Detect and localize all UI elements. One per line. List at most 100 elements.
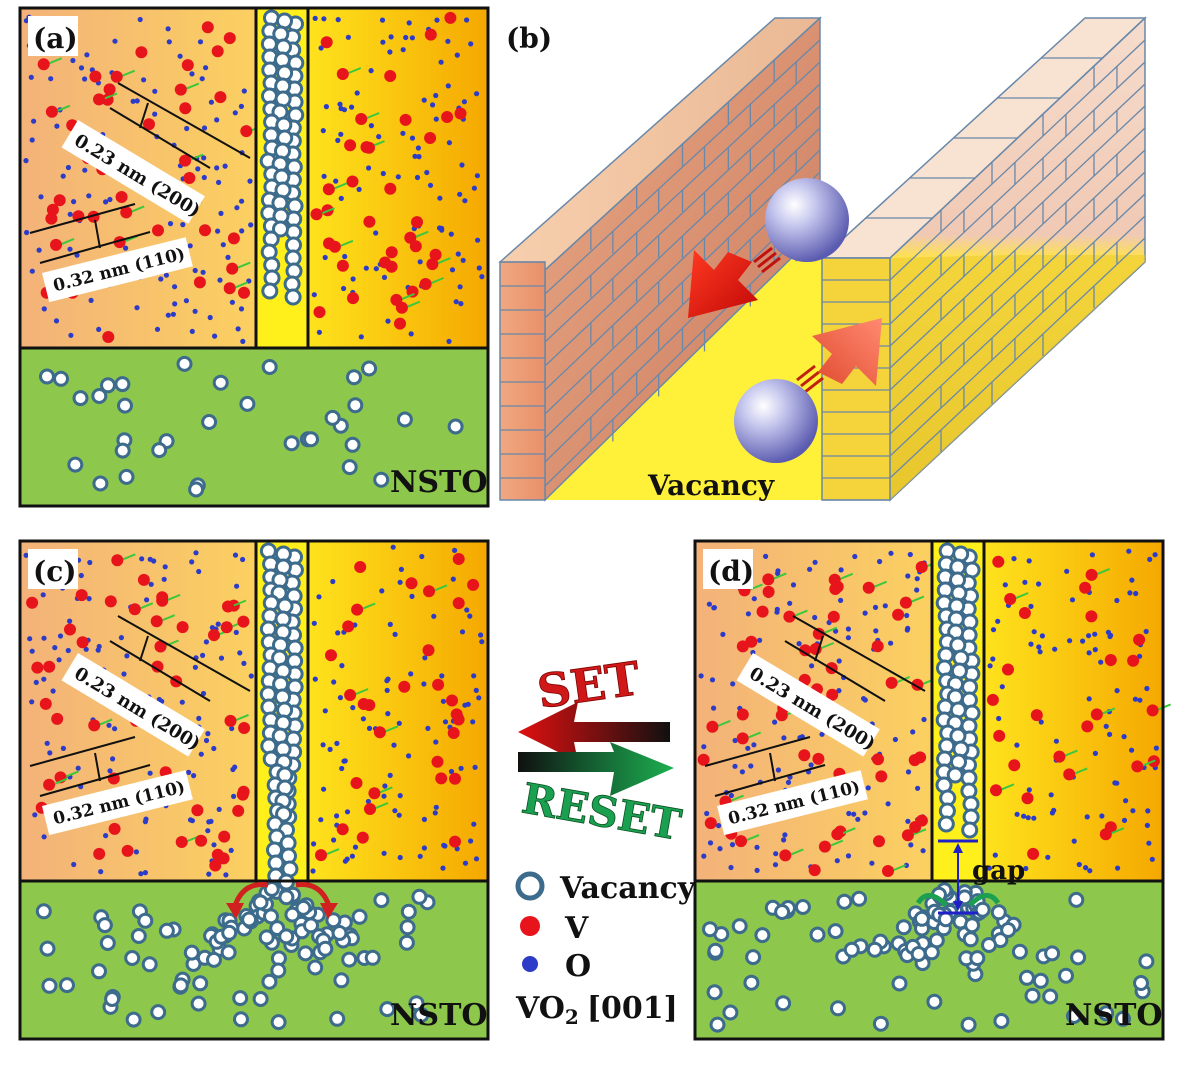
o-atom: [28, 74, 34, 80]
o-atom: [232, 552, 239, 558]
o-atom: [775, 568, 781, 574]
o-atom: [763, 553, 769, 560]
spread-arrow-left-head: [226, 903, 244, 919]
vacancy-ring: [872, 1015, 889, 1032]
o-atom: [232, 110, 238, 116]
o-atom: [397, 793, 403, 799]
o-atom: [335, 137, 341, 143]
o-atom: [184, 125, 190, 132]
o-atom: [807, 566, 813, 572]
o-atom: [196, 568, 202, 575]
o-atom: [462, 860, 469, 866]
vacancy-ring: [830, 1000, 846, 1017]
legend-v-label: V: [564, 911, 589, 946]
o-atom: [337, 101, 343, 107]
vacancy-ring: [104, 991, 121, 1007]
o-atom: [877, 558, 883, 565]
panel-label-bg: [28, 549, 78, 589]
vacancy-ring: [926, 993, 943, 1010]
o-atom: [384, 687, 390, 694]
o-atom: [380, 39, 386, 45]
v-atom: [384, 70, 397, 82]
o-atom: [312, 15, 318, 21]
v-atom: [88, 719, 101, 732]
o-atom: [921, 716, 927, 723]
o-atom: [360, 716, 366, 722]
o-atom: [1130, 808, 1136, 814]
o-atom: [241, 88, 247, 94]
o-atom: [98, 869, 104, 875]
o-atom: [356, 186, 362, 192]
panel-b: Vacancy (b): [498, 16, 1147, 502]
substrate-vacancies: [39, 355, 464, 498]
gap-arrow-head-down: [953, 901, 963, 911]
o-atom: [812, 559, 818, 565]
o-atom: [151, 558, 157, 564]
brick-course: [889, 127, 1146, 369]
vacancy-ring: [910, 946, 927, 962]
v-atom: [150, 615, 163, 628]
o-atom: [103, 199, 109, 205]
spread-arrow-right-head: [320, 903, 338, 919]
v-atom: [1002, 663, 1014, 676]
v-atom: [223, 282, 236, 295]
o-atom: [434, 17, 440, 23]
o-atom: [704, 810, 710, 817]
v-atom: [424, 132, 437, 144]
o-atom: [449, 267, 456, 273]
v-atom: [350, 777, 363, 789]
vacancy-ring: [183, 944, 200, 961]
o-atom: [172, 284, 178, 290]
o-atom: [433, 804, 439, 810]
vacancy-ring: [962, 931, 979, 948]
vacancy-ring: [399, 919, 416, 936]
o-atom: [238, 306, 245, 312]
vacancy-ring: [324, 409, 341, 426]
o-atom: [1114, 688, 1120, 694]
o-atom: [440, 865, 446, 871]
vacancy-ring: [379, 1001, 396, 1018]
v-atom: [315, 849, 327, 862]
vacancy-ring: [774, 904, 791, 920]
v-atom: [756, 605, 769, 618]
o-atom: [334, 813, 340, 819]
o-atom: [32, 812, 38, 818]
o-atom: [472, 764, 478, 770]
o-atom: [406, 20, 412, 26]
o-atom: [403, 34, 409, 41]
vacancy-ring: [221, 924, 238, 941]
o-atom: [118, 635, 124, 641]
o-atom: [384, 678, 390, 684]
o-atom: [53, 318, 60, 324]
o-atom: [1014, 811, 1020, 817]
o-atom: [460, 257, 466, 263]
gap-annotation: gap: [915, 839, 1025, 915]
o-atom: [158, 276, 164, 282]
o-atom: [75, 765, 81, 771]
o-atom: [187, 243, 193, 249]
o-atom: [716, 823, 722, 829]
o-atom: [450, 576, 456, 582]
o-atom: [238, 103, 244, 109]
o-atom: [23, 552, 29, 558]
plane-line-200a: [117, 82, 251, 159]
o-atom: [215, 228, 221, 234]
v-atom: [986, 693, 999, 706]
vacancy-ring: [1138, 953, 1155, 970]
o-atom: [27, 636, 33, 642]
o-atom: [381, 793, 387, 799]
o-atom: [68, 332, 74, 338]
o-atom: [38, 194, 44, 200]
o-atom: [334, 740, 340, 747]
o-atom: [711, 605, 717, 611]
o-atom: [433, 92, 439, 99]
v-atom: [137, 573, 150, 586]
o-atom: [110, 756, 116, 762]
o-atom: [1105, 629, 1111, 635]
v-atom: [39, 697, 52, 710]
o-atom: [397, 579, 403, 585]
v-atom: [174, 83, 187, 96]
o-atom: [457, 284, 463, 290]
o-atom: [141, 77, 147, 83]
o-atom: [88, 297, 94, 303]
